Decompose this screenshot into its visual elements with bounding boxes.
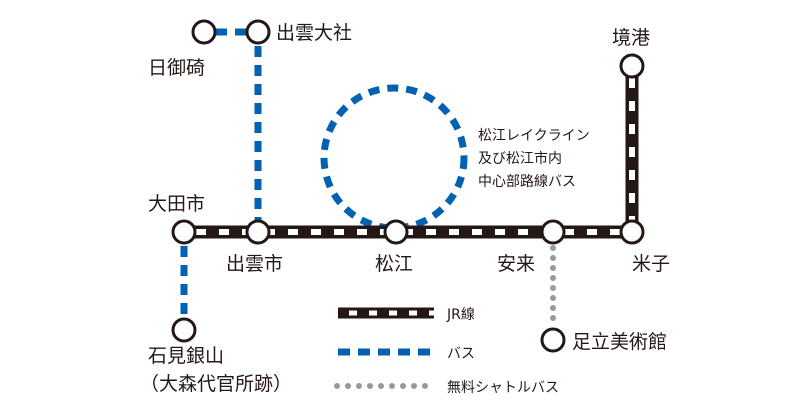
station-izumo (245, 219, 271, 245)
loop-label-line1: 松江レイクライン (478, 128, 590, 144)
bus-lines (180, 28, 468, 318)
station-izumo-taisha (245, 19, 271, 45)
station-iwami-ginzan (171, 317, 197, 343)
label-oda: 大田市 (148, 193, 205, 215)
station-sakaiminato (619, 53, 645, 79)
bus-matsue-loop (320, 84, 468, 232)
legend-rail-label: JR線 (446, 307, 475, 323)
station-oda (171, 219, 197, 245)
label-adachi: 足立美術館 (572, 331, 667, 353)
loop-label-line3: 中心部路線バス (478, 174, 576, 190)
station-matsue (383, 219, 409, 245)
label-sakaiminato: 境港 (612, 27, 650, 49)
legend: JR線 バス 無料シャトルバス (334, 307, 559, 396)
label-hinomisaki: 日御碕 (148, 57, 205, 79)
legend-bus-label: バス (447, 346, 475, 362)
station-hinomisaki (191, 19, 217, 45)
label-yasugi: 安来 (497, 253, 535, 275)
legend-shuttle-label: 無料シャトルバス (447, 380, 559, 396)
label-iwami-ginzan-sub: （大森代官所跡） (140, 373, 292, 395)
label-izumo: 出雲市 (226, 253, 283, 275)
station-yonago (619, 219, 645, 245)
station-adachi (540, 327, 566, 353)
station-yasugi (540, 219, 566, 245)
loop-label-line2: 及び松江市内 (478, 150, 562, 167)
label-matsue: 松江 (375, 253, 413, 275)
label-iwami-ginzan: 石見銀山 (148, 345, 224, 367)
label-yonago: 米子 (632, 253, 670, 275)
label-izumo-taisha: 出雲大社 (276, 22, 352, 44)
